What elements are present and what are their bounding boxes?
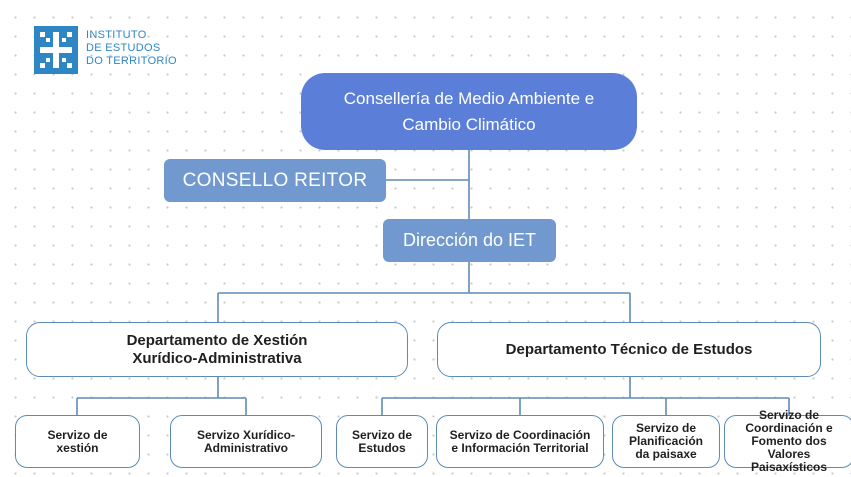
service-node: Servizo de xestión <box>15 415 140 468</box>
logo-line: INSTITUTO <box>86 29 147 41</box>
iet-logo: INSTITUTO DE ESTUDOS DO TERRITORIO <box>34 26 204 74</box>
department-label: Departamento de Xestión Xurídico-Adminis… <box>126 331 308 367</box>
consellaria-label: Consellería de Medio Ambiente e Cambio C… <box>343 88 595 134</box>
consello-reitor-label: CONSELLO REITOR <box>182 169 368 191</box>
logo-wordmark: INSTITUTO DE ESTUDOS DO TERRITORIO <box>86 29 177 68</box>
department-xestion-node: Departamento de Xestión Xurídico-Adminis… <box>26 322 408 377</box>
service-node: Servizo de Planificación da paisaxe <box>612 415 720 468</box>
department-label: Departamento Técnico de Estudos <box>505 340 753 358</box>
direccion-node: Dirección do IET <box>383 219 556 262</box>
service-node: Servizo de Estudos <box>336 415 428 468</box>
consello-reitor-node: CONSELLO REITOR <box>164 159 386 202</box>
direccion-label: Dirección do IET <box>402 230 537 250</box>
logo-line: DE ESTUDOS <box>86 42 161 54</box>
service-label: Servizo de Coordinación e Información Te… <box>449 427 591 455</box>
consellaria-node: Consellería de Medio Ambiente e Cambio C… <box>301 73 637 150</box>
logo-line: DO TERRITORIO <box>86 55 177 67</box>
service-label: Servizo de Estudos <box>351 427 413 455</box>
service-label: Servizo de Planificación da paisaxe <box>628 421 704 461</box>
xunta-shield-icon <box>34 26 78 74</box>
service-node: Servizo de Coordinación e Información Te… <box>436 415 604 468</box>
service-node: Servizo de Coordinación e Fomento dos Va… <box>724 409 851 474</box>
service-label: Servizo de xestión <box>47 427 108 455</box>
department-tecnico-node: Departamento Técnico de Estudos <box>437 322 821 377</box>
service-node: Servizo Xurídico- Administrativo <box>170 415 322 468</box>
service-label: Servizo Xurídico- Administrativo <box>196 427 296 455</box>
service-label: Servizo de Coordinación e Fomento dos Va… <box>745 408 833 474</box>
